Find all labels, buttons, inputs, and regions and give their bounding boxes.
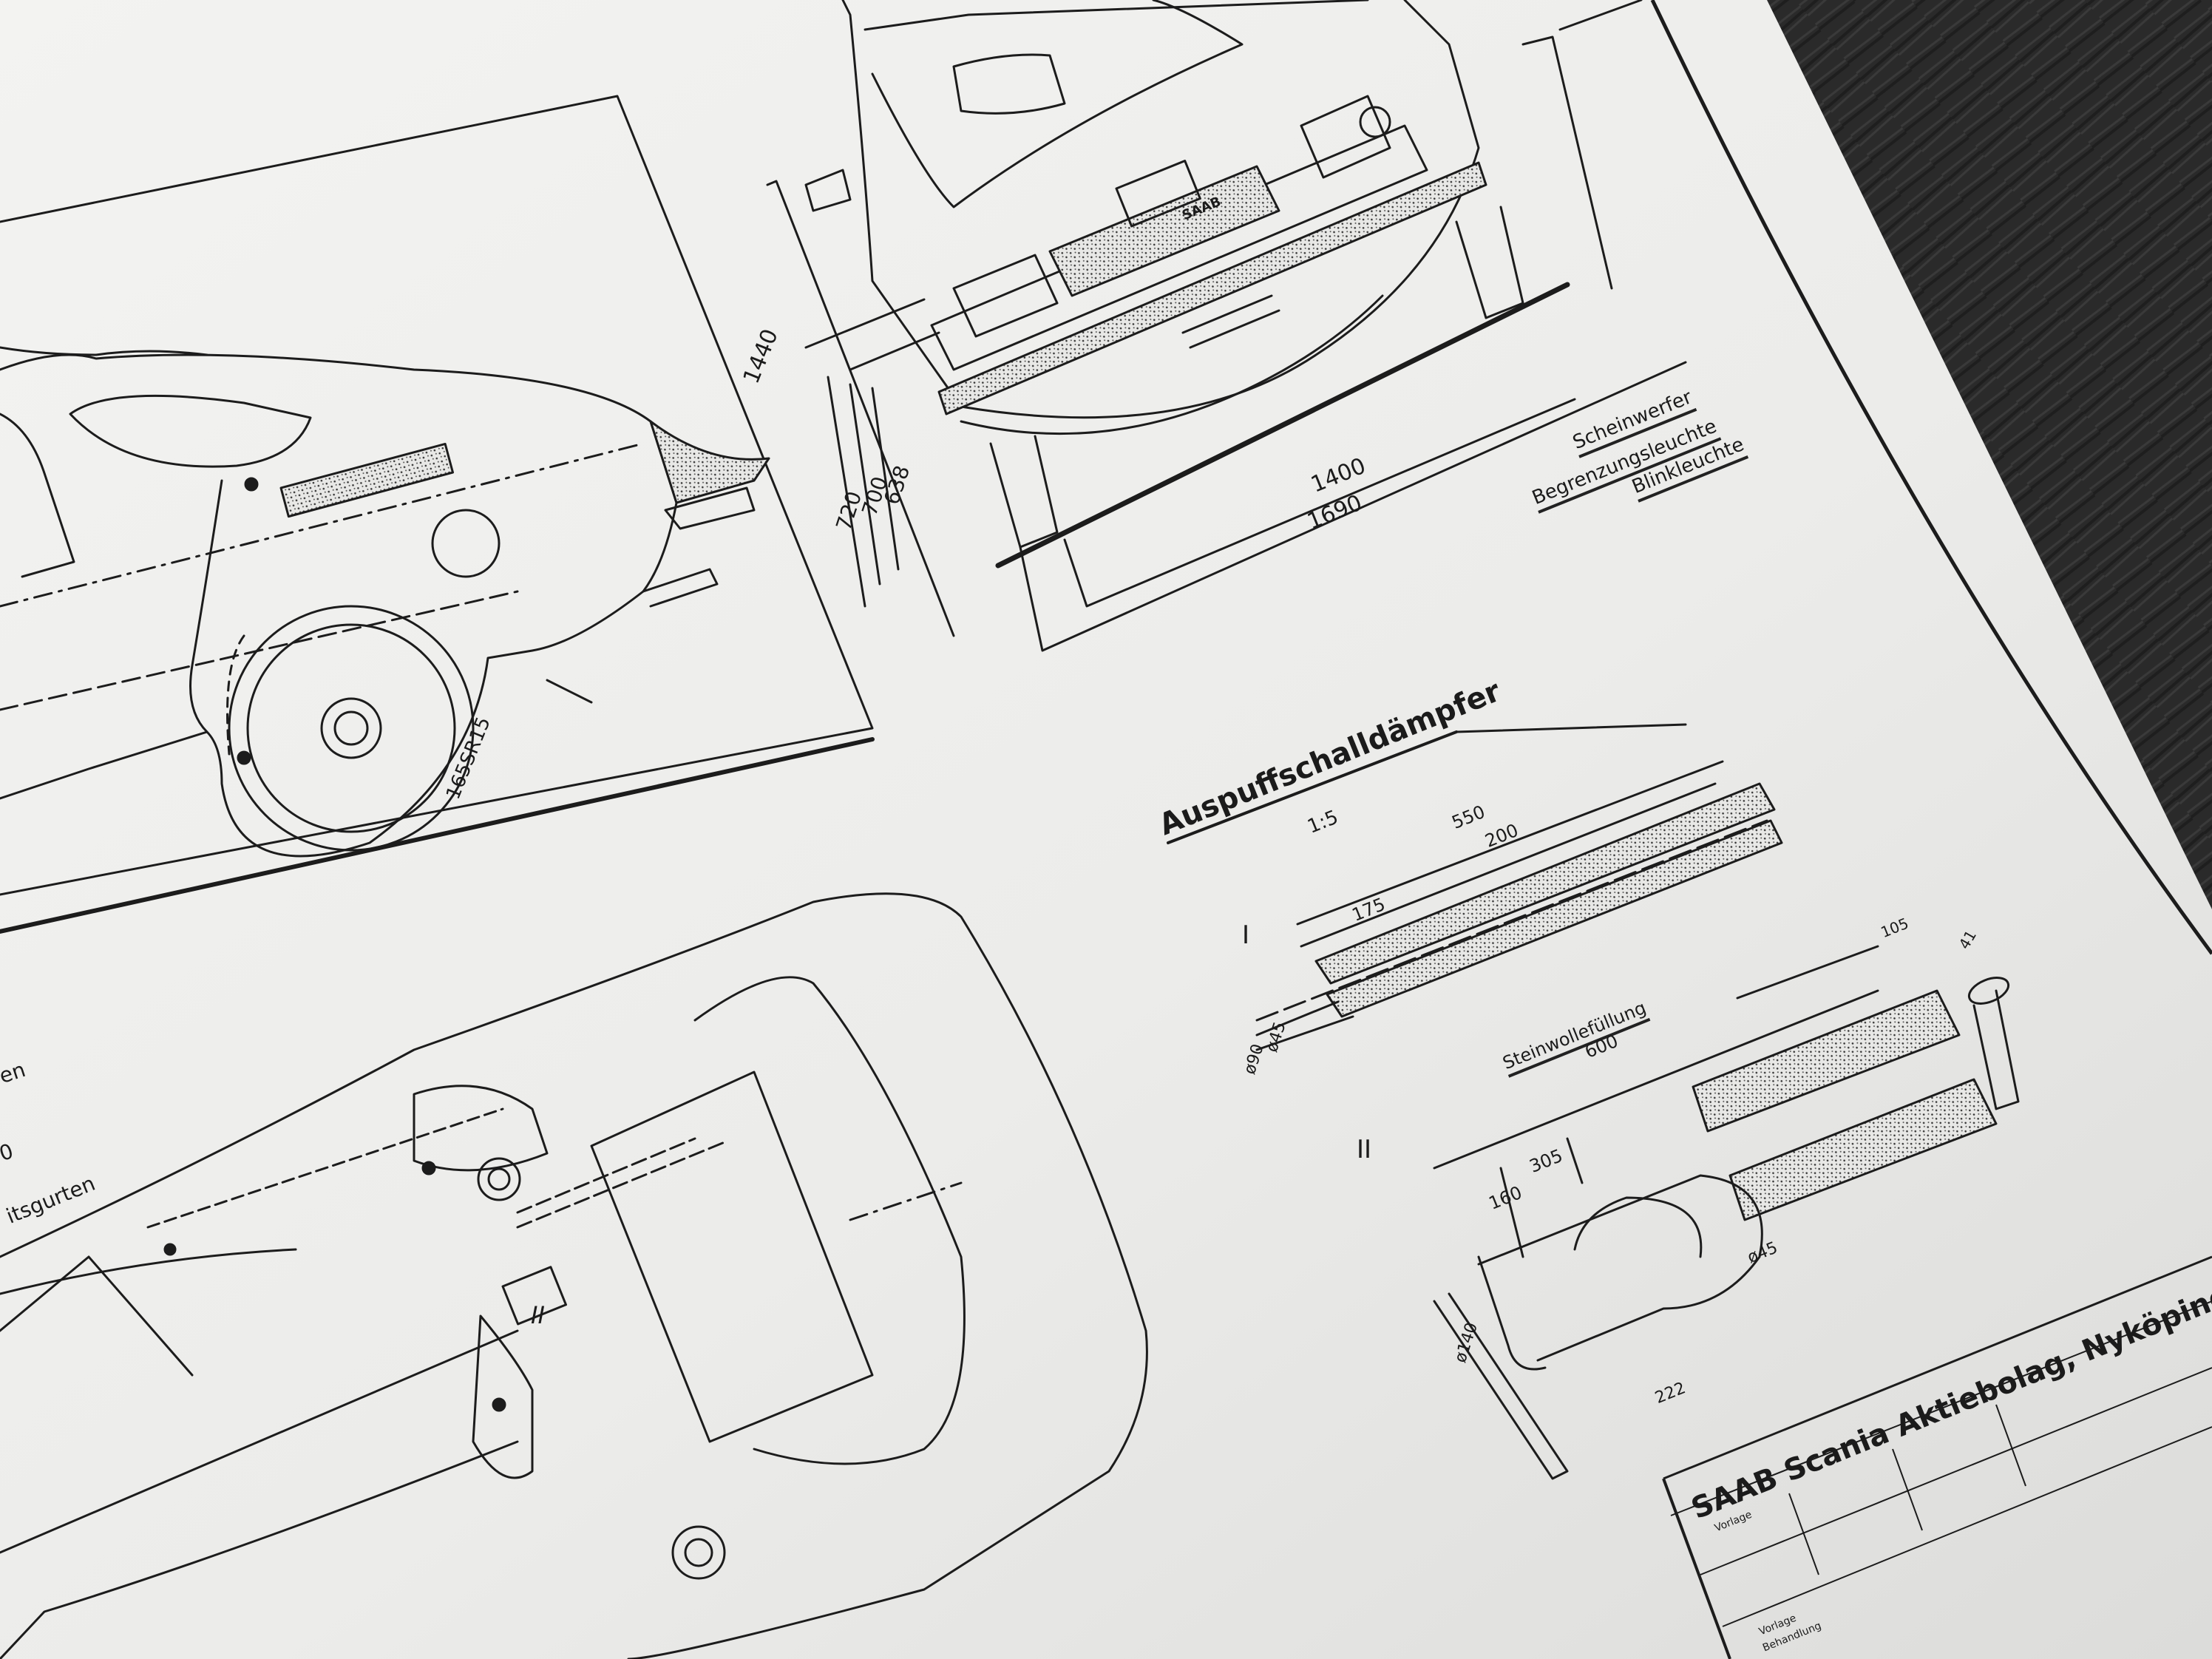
front-view	[804, 0, 1687, 652]
section-2-numeral: II	[1357, 1135, 1372, 1164]
bottom-section-marker: II	[531, 1301, 545, 1329]
section-1-numeral: I	[1242, 920, 1250, 950]
sheet-border-line	[1650, 0, 2212, 955]
title-block-frame	[1662, 1255, 2212, 1659]
bottom-view	[0, 892, 1148, 1659]
muffler-section	[1167, 723, 2020, 1480]
side-view	[0, 95, 955, 934]
